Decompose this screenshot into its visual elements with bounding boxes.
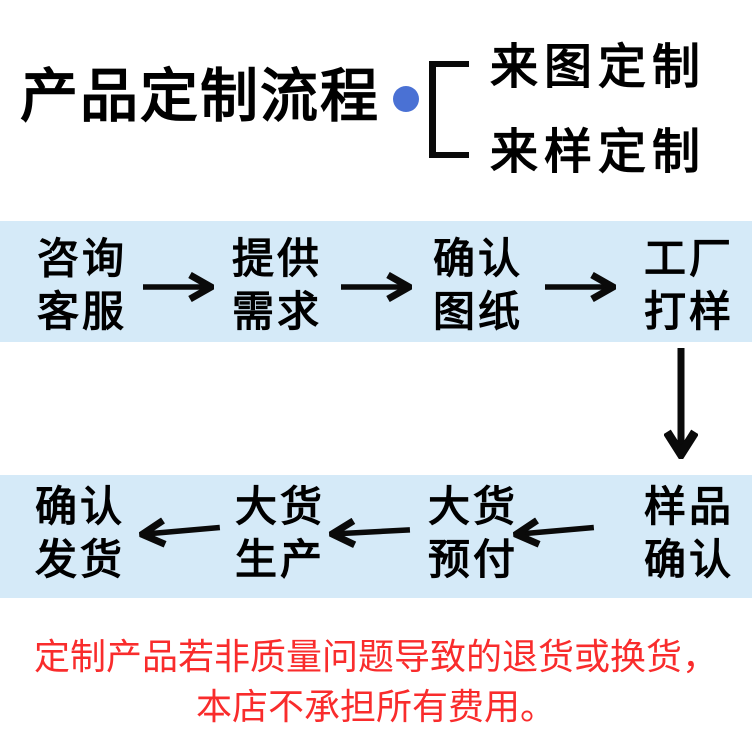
flow-step-confirm-shipment: 确认 发货	[25, 480, 135, 586]
flow-step-confirm-drawing: 确认 图纸	[423, 232, 533, 338]
arrow-down-icon	[664, 347, 698, 459]
arrow-left-icon	[328, 515, 411, 549]
blue-dot-icon	[393, 86, 419, 112]
flow-step-factory-sample: 工厂 打样	[634, 232, 744, 338]
flow-step-line: 大货	[427, 483, 518, 530]
flow-step-line: 大货	[234, 483, 325, 530]
flow-step-line: 确认	[34, 483, 125, 530]
arrow-right-icon	[142, 272, 214, 302]
flow-step-line: 打样	[643, 288, 734, 335]
flow-step-line: 客服	[36, 288, 127, 335]
flow-step-line: 发货	[34, 536, 125, 583]
flow-step-line: 样品	[643, 483, 734, 530]
flow-step-line: 确认	[643, 536, 734, 583]
notice-line-2: 本店不承担所有费用。	[195, 686, 556, 727]
flow-step-line: 确认	[432, 235, 523, 282]
flow-step-line: 咨询	[36, 235, 127, 282]
flow-step-line: 生产	[234, 536, 325, 583]
flow-step-bulk-prepayment: 大货 预付	[418, 480, 528, 586]
flow-step-line: 提供	[231, 235, 322, 282]
flow-step-sample-confirmation: 样品 确认	[634, 480, 744, 586]
arrow-left-icon	[137, 512, 222, 549]
flow-band-top	[0, 221, 752, 342]
arrow-right-icon	[340, 272, 412, 302]
option-custom-from-image: 来图定制	[490, 41, 707, 94]
flow-band-bottom	[0, 475, 752, 598]
return-policy-notice: 定制产品若非质量问题导致的退货或换货， 本店不承担所有费用。	[0, 632, 752, 732]
flow-step-line: 图纸	[432, 288, 523, 335]
flow-step-consult-service: 咨询 客服	[27, 232, 137, 338]
flow-step-line: 预付	[427, 536, 518, 583]
option-custom-from-sample: 来样定制	[490, 126, 707, 179]
arrow-left-icon	[511, 512, 596, 549]
arrow-right-icon	[544, 272, 616, 302]
flow-step-bulk-production: 大货 生产	[225, 480, 335, 586]
bracket-icon	[429, 61, 469, 158]
page-title: 产品定制流程	[20, 64, 381, 129]
flow-step-line: 需求	[231, 288, 322, 335]
flow-step-line: 工厂	[643, 235, 734, 282]
notice-line-1: 定制产品若非质量问题导致的退货或换货，	[33, 636, 718, 677]
flow-step-provide-requirements: 提供 需求	[222, 232, 332, 338]
